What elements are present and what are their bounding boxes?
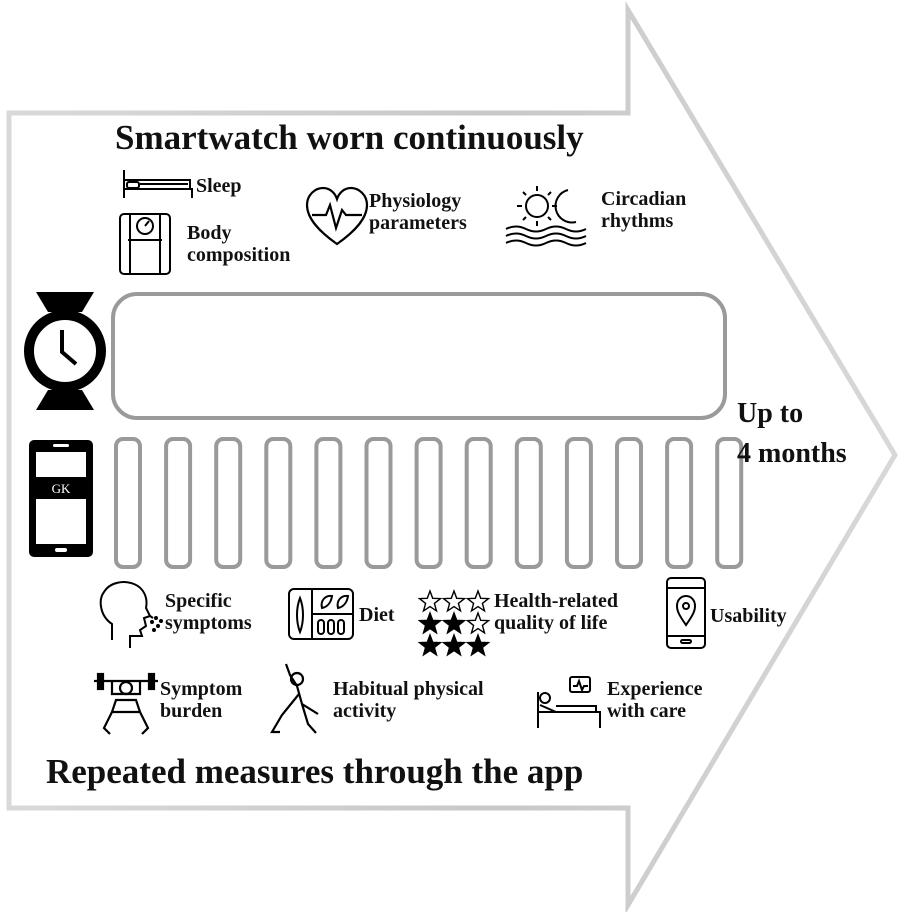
smartphone-icon: GK <box>29 440 93 557</box>
bottom-heading: Repeated measures through the app <box>46 752 584 791</box>
label-line: rhythms <box>601 210 674 233</box>
label-line: Habitual physical <box>333 678 484 700</box>
label-line: parameters <box>369 212 467 235</box>
label-circadian-rhythms: Circadian rhythms <box>601 188 686 233</box>
food-tray-icon <box>288 588 354 640</box>
label-diet: Diet <box>359 604 395 626</box>
label-physiology-parameters: Physiology parameters <box>369 190 467 235</box>
app-measure-box <box>114 437 142 569</box>
smartwatch-icon <box>24 292 106 410</box>
label-line: quality of life <box>494 612 608 635</box>
app-measure-box <box>264 437 293 569</box>
label-health-related-quality-of-life: Health-related quality of life <box>494 590 618 635</box>
star-icon <box>441 610 467 635</box>
label-line: activity <box>333 700 397 723</box>
timeline-arrow <box>6 0 898 912</box>
star-icon <box>465 588 491 613</box>
label-experience-with-care: Experience with care <box>607 678 703 723</box>
star-icon <box>441 632 467 657</box>
repeated-measures-boxes <box>114 437 744 569</box>
label-line: Specific <box>165 590 232 612</box>
label-line: Body <box>187 222 232 244</box>
app-measure-box <box>464 437 493 569</box>
label-line: composition <box>187 244 291 267</box>
app-measure-box <box>564 437 593 569</box>
duration-label: Up to 4 months <box>737 394 847 474</box>
label-habitual-physical-activity: Habitual physical activity <box>333 678 484 723</box>
star-icon <box>465 632 491 657</box>
head-cough-icon <box>99 581 163 648</box>
yoga-icon <box>270 663 319 734</box>
app-measure-box <box>364 437 393 569</box>
app-measure-box <box>314 437 343 569</box>
star-icon <box>417 632 443 657</box>
star-icon <box>417 610 443 635</box>
phone-location-icon <box>666 577 706 649</box>
label-line: Circadian <box>601 188 687 210</box>
label-usability: Usability <box>710 605 787 627</box>
app-measure-box <box>214 437 243 569</box>
hospital-bed-icon <box>537 676 601 728</box>
app-measure-box <box>615 437 643 569</box>
app-measure-box <box>414 437 443 569</box>
label-line: symptoms <box>165 612 252 635</box>
label-symptom-burden: Symptom burden <box>160 678 242 723</box>
smartwatch-continuous-box <box>111 292 727 420</box>
sun-moon-icon <box>505 186 587 247</box>
star-icon <box>417 588 443 613</box>
star-icon <box>441 588 467 613</box>
duration-line2: 4 months <box>737 437 847 469</box>
label-specific-symptoms: Specific symptoms <box>165 590 252 635</box>
heart-pulse-icon <box>305 186 369 246</box>
weightlifter-icon <box>94 672 158 735</box>
scale-icon <box>119 213 171 275</box>
label-sleep: Sleep <box>196 175 242 197</box>
label-line: Experience <box>607 678 703 700</box>
label-line: Physiology <box>369 190 462 212</box>
label-body-composition: Body composition <box>187 222 290 267</box>
label-line: with care <box>607 700 687 723</box>
duration-line1: Up to <box>737 398 804 429</box>
app-label: GK <box>52 481 71 496</box>
app-measure-box <box>665 437 694 569</box>
app-measure-box <box>164 437 193 569</box>
label-line: Symptom <box>160 678 243 700</box>
app-measure-box <box>514 437 543 569</box>
star-icon <box>465 610 491 635</box>
label-line: burden <box>160 700 223 723</box>
bed-icon <box>123 170 193 198</box>
stars-rating-icon <box>417 588 491 657</box>
app-measure-box <box>715 437 744 569</box>
top-heading: Smartwatch worn continuously <box>115 118 584 157</box>
label-line: Health-related <box>494 590 619 612</box>
